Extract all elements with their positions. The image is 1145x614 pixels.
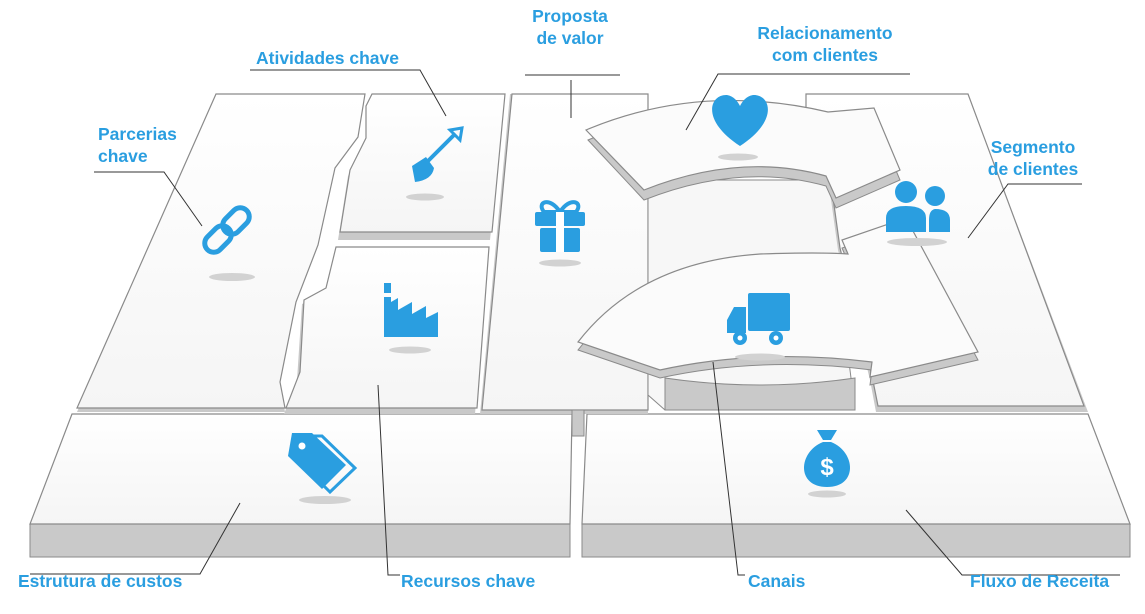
- label-key-resources: Recursos chave: [401, 570, 535, 592]
- label-cost-structure: Estrutura de custos: [18, 570, 182, 592]
- heart-icon: [712, 94, 768, 161]
- label-line: Relacionamento: [757, 23, 893, 43]
- users-icon: [886, 181, 950, 246]
- label-revenue-streams: Fluxo de Receita: [970, 570, 1109, 592]
- label-line: com clientes: [771, 45, 879, 65]
- price-tags-icon: [288, 433, 358, 504]
- label-value-proposition: Proposta de valor: [520, 5, 620, 49]
- money-bag-icon: $: [803, 430, 851, 498]
- label-line: de valor: [536, 28, 604, 48]
- label-line: Parcerias: [98, 124, 177, 144]
- shovel-icon: [406, 126, 464, 201]
- block-revenue-streams: [581, 413, 1131, 558]
- label-channels: Canais: [748, 570, 805, 592]
- label-line: Fluxo de Receita: [970, 571, 1110, 591]
- label-line: Segmento: [990, 137, 1076, 157]
- label-line: de clientes: [987, 159, 1079, 179]
- label-line: chave: [98, 146, 148, 166]
- leader-lines: [30, 69, 1120, 576]
- label-customer-relationships: Relacionamento com clientes: [740, 22, 910, 66]
- label-line: Estrutura de custos: [18, 571, 183, 591]
- label-line: Proposta: [532, 6, 608, 26]
- svg-text:$: $: [820, 454, 834, 481]
- block-cost-structure: [29, 413, 573, 558]
- label-line: Atividades chave: [256, 48, 399, 68]
- factory-icon: [384, 283, 438, 354]
- gift-icon: [535, 200, 585, 267]
- label-line: Canais: [748, 571, 806, 591]
- chain-link-icon: [202, 205, 255, 281]
- truck-icon: [727, 293, 790, 361]
- label-customer-segments: Segmento de clientes: [978, 136, 1088, 180]
- label-key-activities: Atividades chave: [256, 47, 399, 69]
- label-key-partners: Parcerias chave: [98, 123, 177, 167]
- label-line: Recursos chave: [401, 571, 536, 591]
